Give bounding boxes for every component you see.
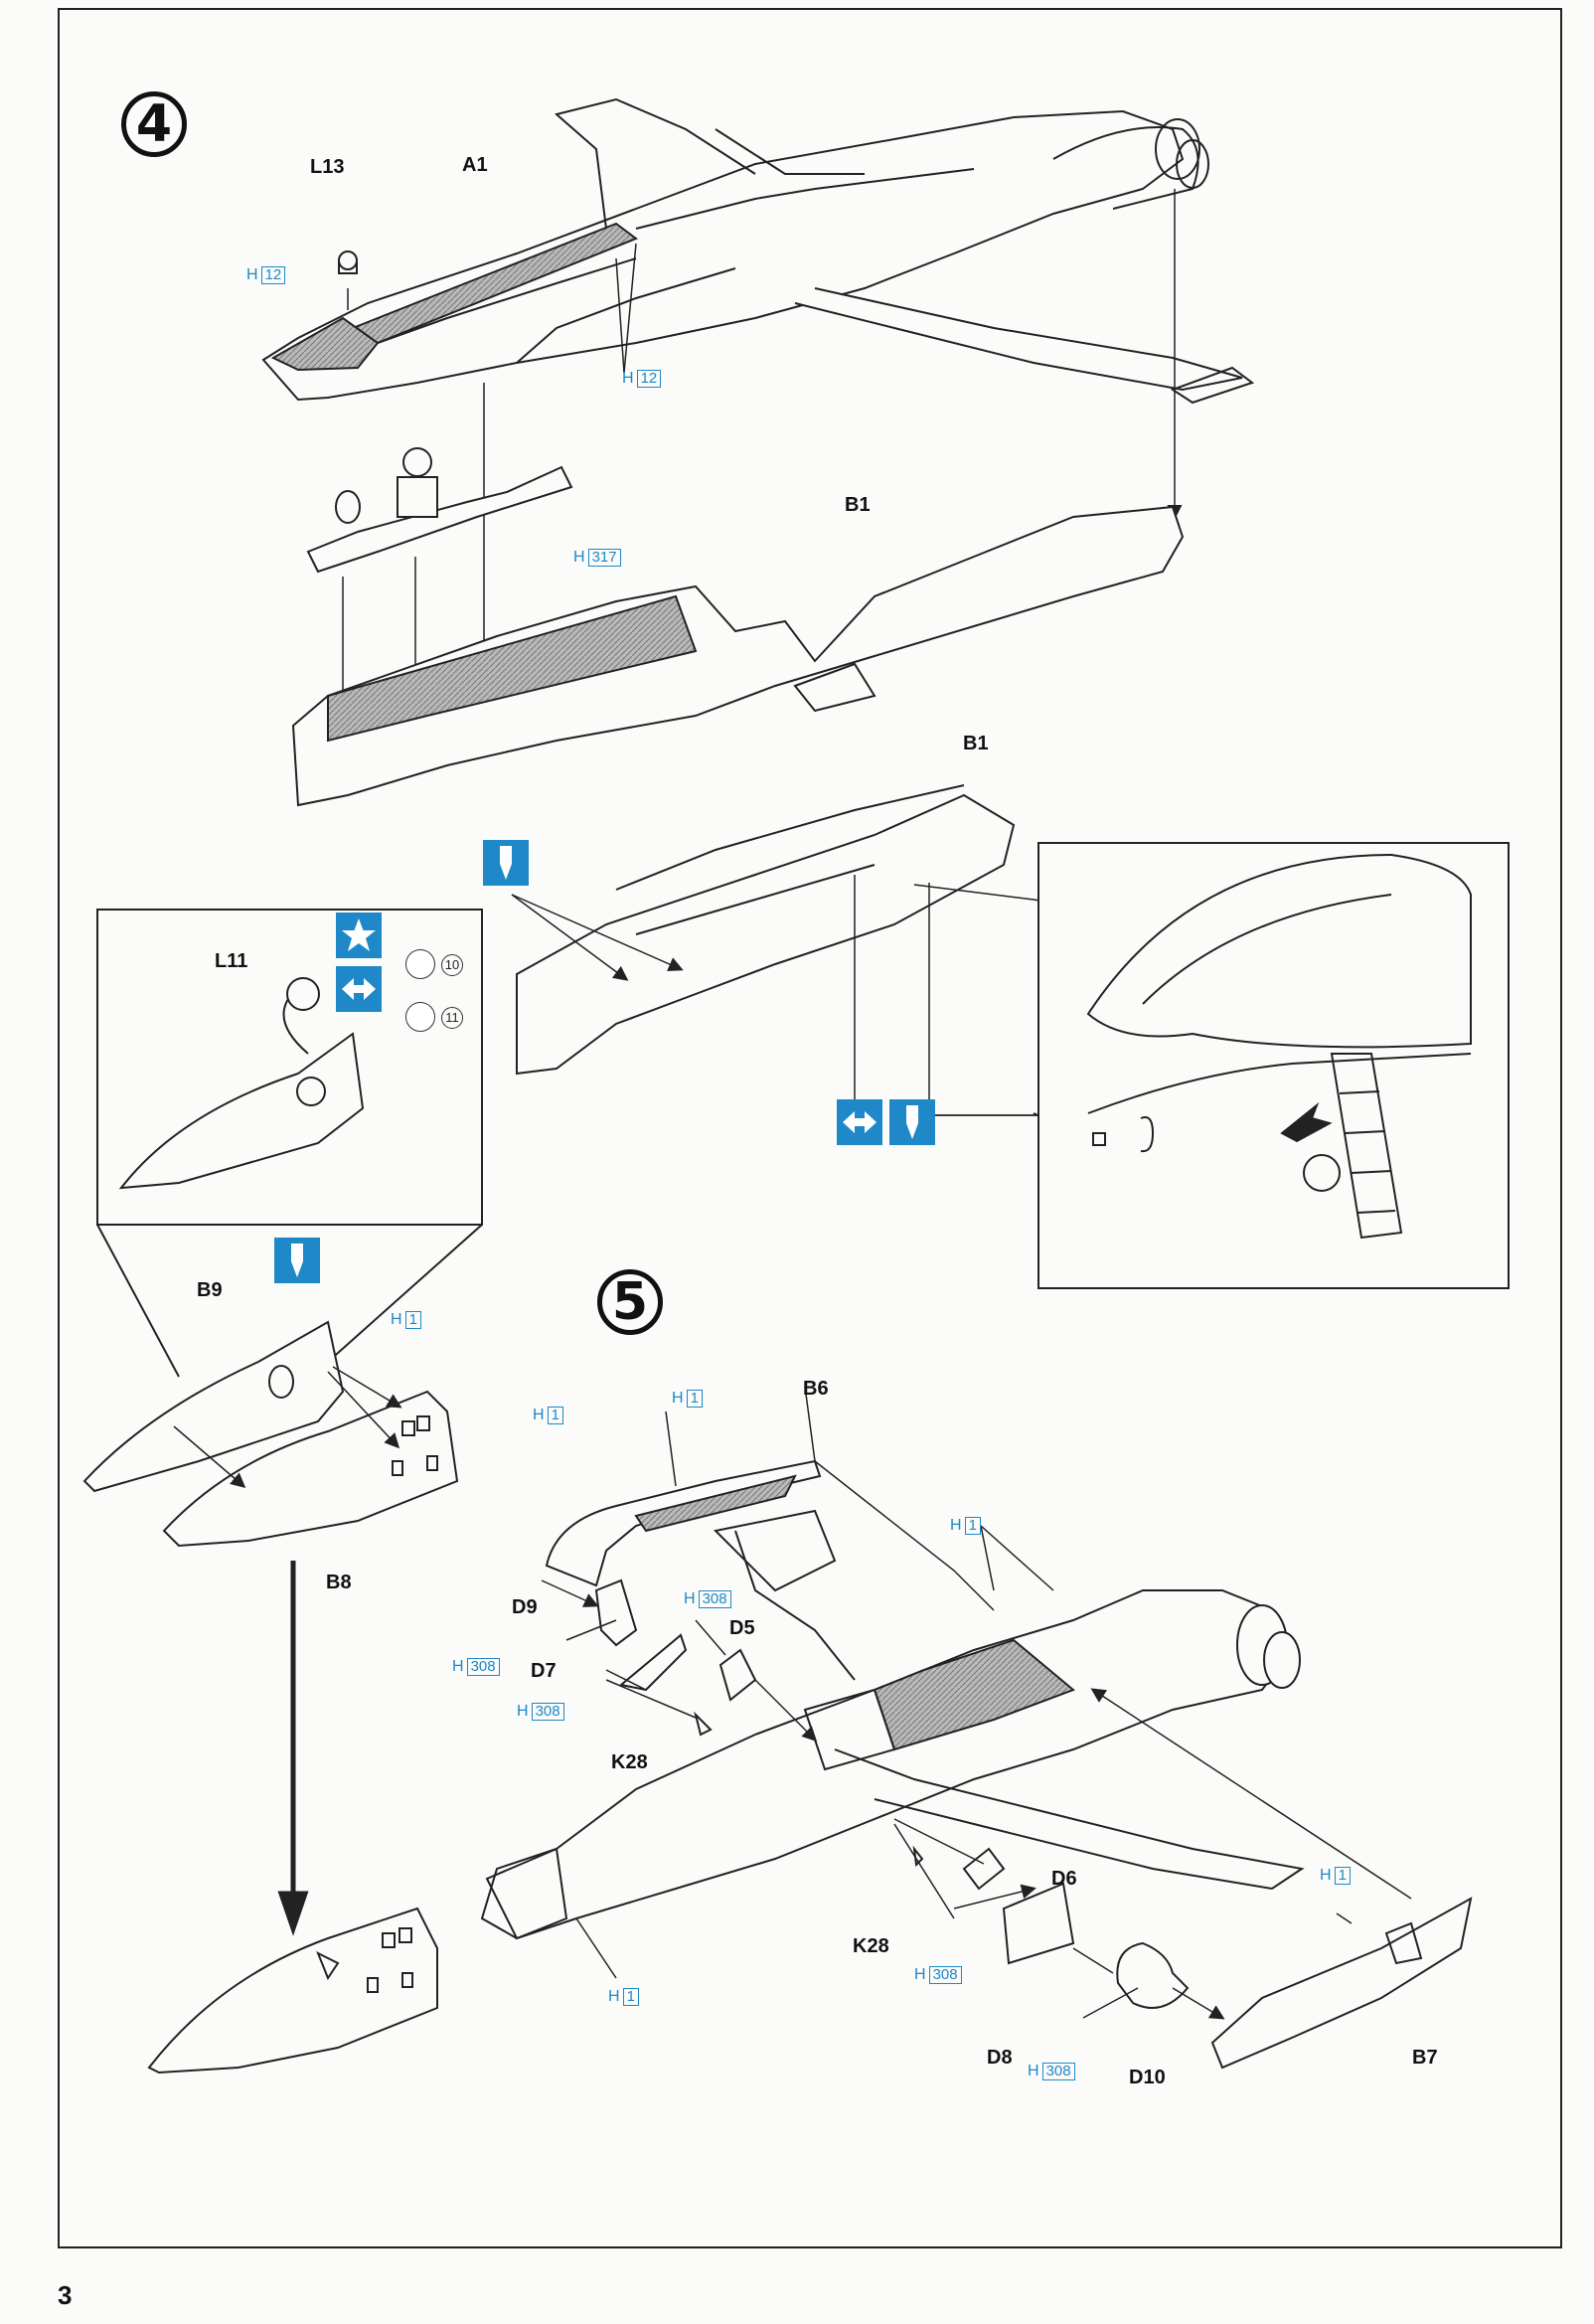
spine-b6 [545, 1459, 822, 1587]
step-number-4: 4 [121, 91, 187, 157]
label-k28-right: K28 [853, 1935, 889, 1957]
decal-number-10: 10 [441, 954, 463, 976]
label-d6: D6 [1051, 1868, 1077, 1890]
page-border [58, 8, 1562, 2248]
page-number: 3 [58, 2280, 73, 2310]
cockpit-tub [306, 447, 573, 574]
label-d9: D9 [512, 1596, 538, 1618]
label-d10: D10 [1129, 2067, 1166, 2088]
decal-option-10 [405, 949, 435, 979]
star-icon [336, 913, 382, 958]
choice-arrows-icon [837, 1099, 882, 1145]
label-b1-top: B1 [845, 494, 871, 516]
label-b7: B7 [1412, 2047, 1438, 2069]
small-parts-right [912, 1845, 1473, 2070]
glue-tube-icon [274, 1238, 320, 1283]
upper-fuselage-a1 [261, 97, 1255, 405]
nose-b8 [162, 1390, 459, 1548]
label-l11: L11 [215, 950, 248, 972]
nose-assembled [147, 1907, 438, 2075]
label-b9: B9 [197, 1279, 223, 1301]
label-d7: D7 [531, 1660, 557, 1682]
label-d8: D8 [987, 2047, 1013, 2069]
label-b8: B8 [326, 1572, 352, 1593]
label-d5: D5 [729, 1617, 755, 1639]
label-l13: L13 [310, 156, 345, 178]
choice-arrows-icon [336, 966, 382, 1012]
decal-option-11 [405, 1002, 435, 1032]
main-fuselage-step5 [480, 1509, 1305, 1940]
nose-half-l11 [118, 977, 365, 1190]
label-a1: A1 [462, 154, 488, 176]
decal-number-11: 11 [441, 1007, 463, 1029]
label-k28-left: K28 [611, 1751, 648, 1773]
inset-ladder-frame [1037, 842, 1510, 1289]
nose-b9 [82, 1320, 345, 1493]
label-b6: B6 [803, 1378, 829, 1400]
glue-tube-icon [483, 840, 529, 886]
big-down-arrow [277, 1561, 309, 1936]
step-number-5: 5 [597, 1269, 663, 1335]
glue-tube-icon [889, 1099, 935, 1145]
label-b1-mid: B1 [963, 733, 989, 754]
lower-fuselage-b1-mid [516, 784, 1016, 1076]
lower-fuselage-b1-top [291, 505, 1185, 807]
small-parts-left [594, 1578, 757, 1737]
